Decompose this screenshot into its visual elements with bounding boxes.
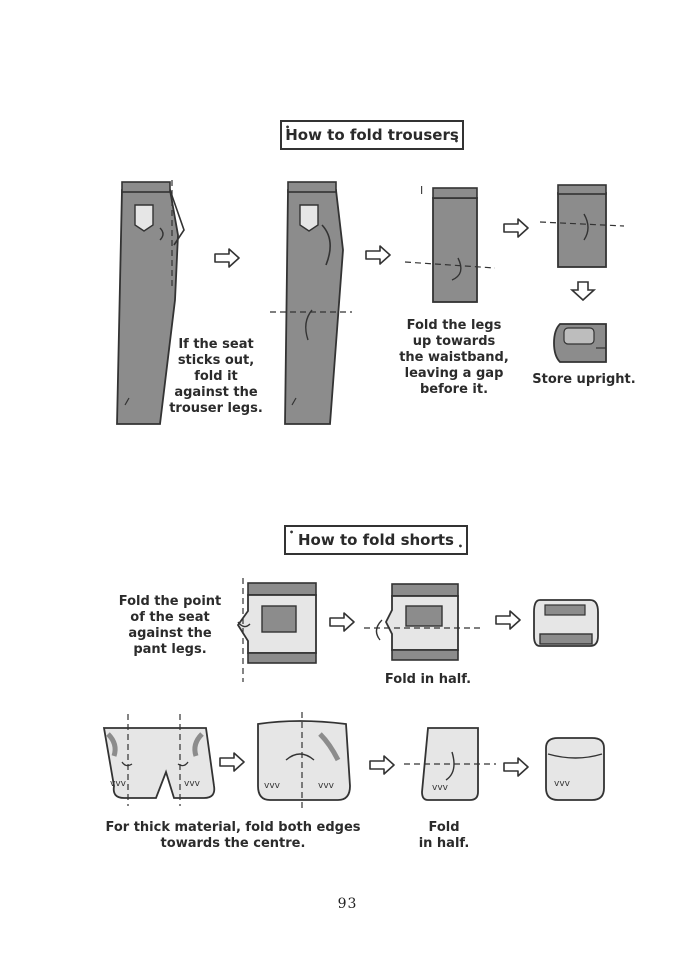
arrow-right-icon — [365, 245, 391, 265]
svg-text:vvv: vvv — [318, 781, 335, 791]
shorts-centre-icon: vvv vvv — [257, 712, 351, 812]
svg-text:vvv: vvv — [110, 779, 127, 789]
svg-text:vvv: vvv — [264, 781, 281, 791]
trousers-step3-icon: I — [404, 184, 496, 303]
svg-text:vvv: vvv — [554, 779, 571, 789]
trousers-step4-caption: Store upright. — [532, 372, 636, 387]
page-number: 93 — [337, 896, 358, 912]
arrow-right-icon — [219, 752, 245, 772]
shorts-stored-icon — [533, 599, 599, 647]
shorts-rolled-icon: vvv — [545, 737, 605, 801]
arrow-right-icon — [369, 755, 395, 775]
shorts-seat-icon — [236, 578, 317, 682]
svg-text:vvv: vvv — [432, 783, 449, 793]
trousers-step1-icon — [116, 180, 185, 425]
arrow-right-icon — [495, 610, 521, 630]
shorts-seat-caption: Fold the point of the seat against the p… — [118, 594, 222, 657]
arrow-right-icon — [214, 248, 240, 268]
trousers-step4-icon — [539, 184, 625, 363]
shorts-folded-icon: vvv — [404, 727, 496, 801]
arrow-right-icon — [503, 218, 529, 238]
trousers-step2-icon — [270, 181, 352, 425]
svg-text:vvv: vvv — [184, 779, 201, 789]
arrow-right-icon — [503, 757, 529, 777]
shorts-thick-caption: For thick material, fold both edges towa… — [105, 820, 361, 851]
shorts-half-icon — [364, 583, 480, 661]
trousers-heading: How to fold trousers — [280, 120, 464, 150]
arrow-right-icon — [329, 612, 355, 632]
trousers-step3-caption: Fold the legs up towards the waistband, … — [399, 318, 509, 397]
shorts-heading: How to fold shorts — [284, 525, 468, 555]
shorts-thick-icon: vvv vvv — [102, 714, 216, 806]
svg-text:I: I — [420, 184, 423, 197]
shorts-half-caption: Fold in half. — [384, 672, 472, 687]
trousers-step1-caption: If the seat sticks out, fold it against … — [169, 337, 263, 416]
shorts-fold-caption: Fold in half. — [418, 820, 470, 851]
